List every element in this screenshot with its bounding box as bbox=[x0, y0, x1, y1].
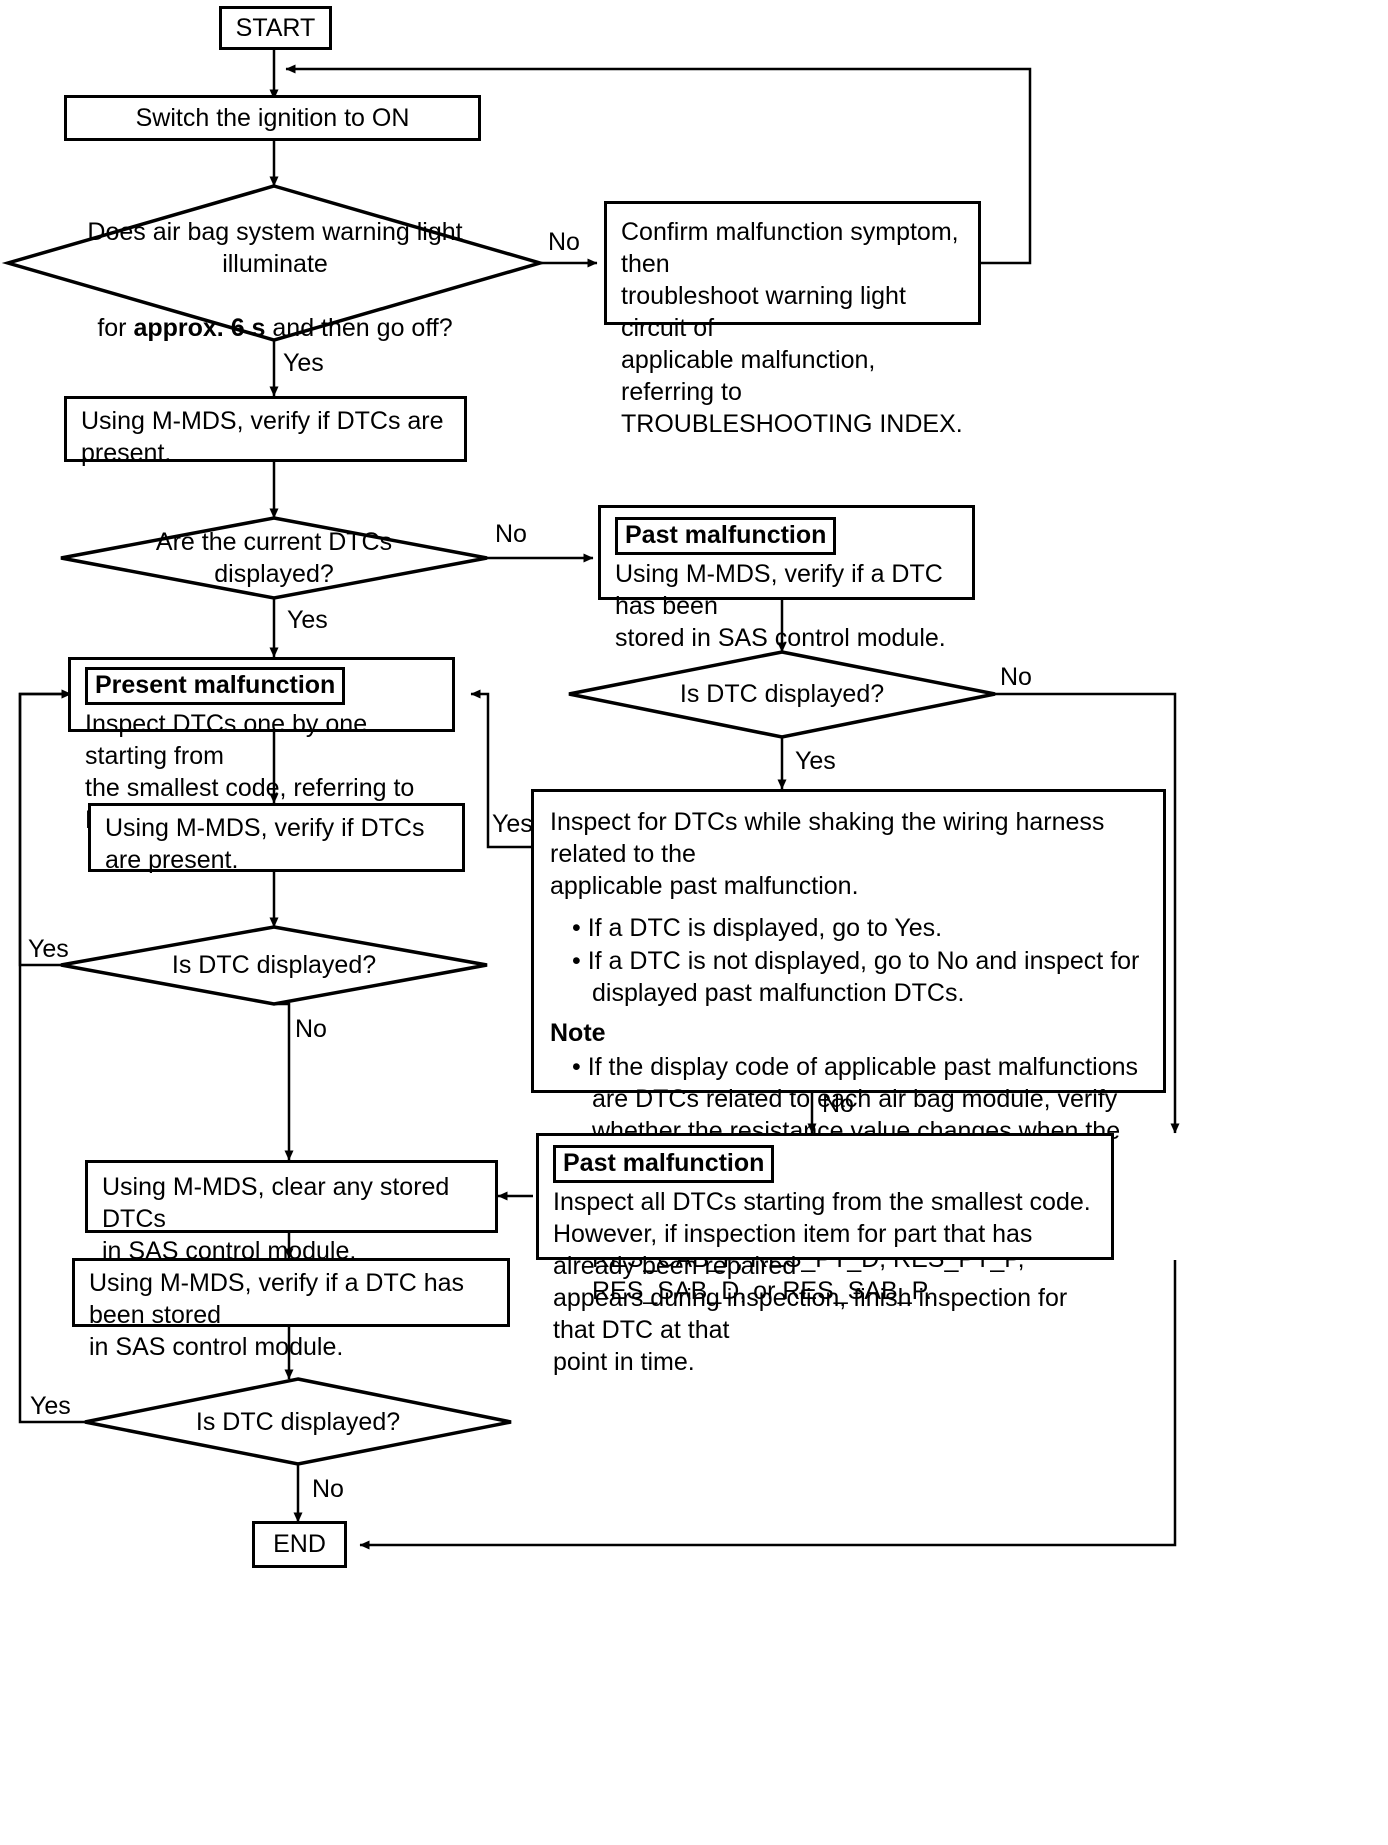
node-switch-ignition[interactable]: Switch the ignition to ON bbox=[64, 95, 481, 141]
edge-label-yes-bottom-dtc: Yes bbox=[30, 1392, 71, 1420]
edge-label-no-right-dtc: No bbox=[1000, 663, 1032, 691]
node-is-dtc-displayed-mid[interactable]: Is DTC displayed? bbox=[144, 949, 404, 981]
node-is-dtc-displayed-bottom-label: Is DTC displayed? bbox=[195, 1408, 401, 1436]
node-verify-dtcs-present-1[interactable]: Using M-MDS, verify if DTCs are present. bbox=[64, 396, 467, 467]
edge-label-yes-current-dtcs: Yes bbox=[287, 606, 328, 634]
node-past-malfunction-top-tag: Past malfunction bbox=[615, 517, 837, 555]
node-present-malfunction[interactable]: Present malfunction Inspect DTCs one by … bbox=[68, 657, 455, 834]
edge-label-yes-warning-light: Yes bbox=[283, 349, 324, 377]
list-item: If a DTC is not displayed, go to No and … bbox=[572, 945, 1147, 1009]
edge-label-no-current-dtcs: No bbox=[495, 520, 527, 548]
node-current-dtcs-question-label: Are the current DTCs displayed? bbox=[155, 528, 393, 588]
edge-label-no-shake: No bbox=[822, 1090, 854, 1118]
node-start-label: START bbox=[235, 13, 316, 42]
node-past-malfunction-bottom-tag: Past malfunction bbox=[553, 1145, 775, 1183]
node-warning-light-question-label: Does air bag system warning light illumi… bbox=[87, 218, 463, 342]
node-end-label: END bbox=[273, 1530, 326, 1558]
node-verify-stored-dtc-label: Using M-MDS, verify if a DTC has been st… bbox=[89, 1269, 465, 1361]
node-verify-dtcs-present-2[interactable]: Using M-MDS, verify if DTCs are present. bbox=[88, 803, 465, 874]
edge-label-yes-mid-dtc: Yes bbox=[28, 935, 69, 963]
node-shake-harness-note-head: Note bbox=[550, 1019, 606, 1047]
node-verify-dtcs-present-2-label: Using M-MDS, verify if DTCs are present. bbox=[105, 814, 425, 874]
node-shake-harness-intro: Inspect for DTCs while shaking the wirin… bbox=[550, 808, 1105, 900]
edge-label-yes-right-dtc: Yes bbox=[795, 747, 836, 775]
node-is-dtc-displayed-right[interactable]: Is DTC displayed? bbox=[652, 678, 912, 710]
edge-label-no-warning-light: No bbox=[548, 228, 580, 256]
node-is-dtc-displayed-mid-label: Is DTC displayed? bbox=[171, 951, 377, 979]
node-verify-dtcs-present-1-label: Using M-MDS, verify if DTCs are present. bbox=[81, 407, 444, 467]
node-is-dtc-displayed-bottom[interactable]: Is DTC displayed? bbox=[168, 1406, 428, 1438]
node-warning-light-question[interactable]: Does air bag system warning light illumi… bbox=[60, 218, 490, 342]
node-present-malfunction-tag: Present malfunction bbox=[85, 667, 346, 705]
node-past-malfunction-bottom[interactable]: Past malfunction Inspect all DTCs starti… bbox=[536, 1133, 1114, 1376]
node-past-malfunction-top-label: Using M-MDS, verify if a DTC has been st… bbox=[615, 560, 946, 652]
node-past-malfunction-bottom-label: Inspect all DTCs starting from the small… bbox=[553, 1188, 1091, 1376]
node-shake-harness-bullets: If a DTC is displayed, go to Yes. If a D… bbox=[550, 912, 1147, 1009]
node-current-dtcs-question[interactable]: Are the current DTCs displayed? bbox=[104, 528, 444, 588]
node-start[interactable]: START bbox=[219, 6, 332, 50]
node-confirm-symptom[interactable]: Confirm malfunction symptom, then troubl… bbox=[604, 201, 981, 438]
node-verify-stored-dtc[interactable]: Using M-MDS, verify if a DTC has been st… bbox=[72, 1258, 510, 1361]
edge-label-no-bottom-dtc: No bbox=[312, 1475, 344, 1503]
node-shake-harness[interactable]: Inspect for DTCs while shaking the wirin… bbox=[531, 789, 1166, 1305]
node-end[interactable]: END bbox=[252, 1521, 347, 1568]
node-past-malfunction-top[interactable]: Past malfunction Using M-MDS, verify if … bbox=[598, 505, 975, 652]
edge-label-no-mid-dtc: No bbox=[295, 1015, 327, 1043]
node-switch-ignition-label: Switch the ignition to ON bbox=[135, 104, 410, 132]
node-is-dtc-displayed-right-label: Is DTC displayed? bbox=[679, 680, 885, 708]
node-confirm-symptom-label: Confirm malfunction symptom, then troubl… bbox=[621, 218, 963, 438]
edge-label-yes-shake-back: Yes bbox=[492, 810, 533, 838]
node-clear-dtcs-label: Using M-MDS, clear any stored DTCs in SA… bbox=[102, 1173, 450, 1265]
node-clear-dtcs[interactable]: Using M-MDS, clear any stored DTCs in SA… bbox=[85, 1160, 498, 1265]
list-item: If a DTC is displayed, go to Yes. bbox=[572, 912, 1147, 944]
